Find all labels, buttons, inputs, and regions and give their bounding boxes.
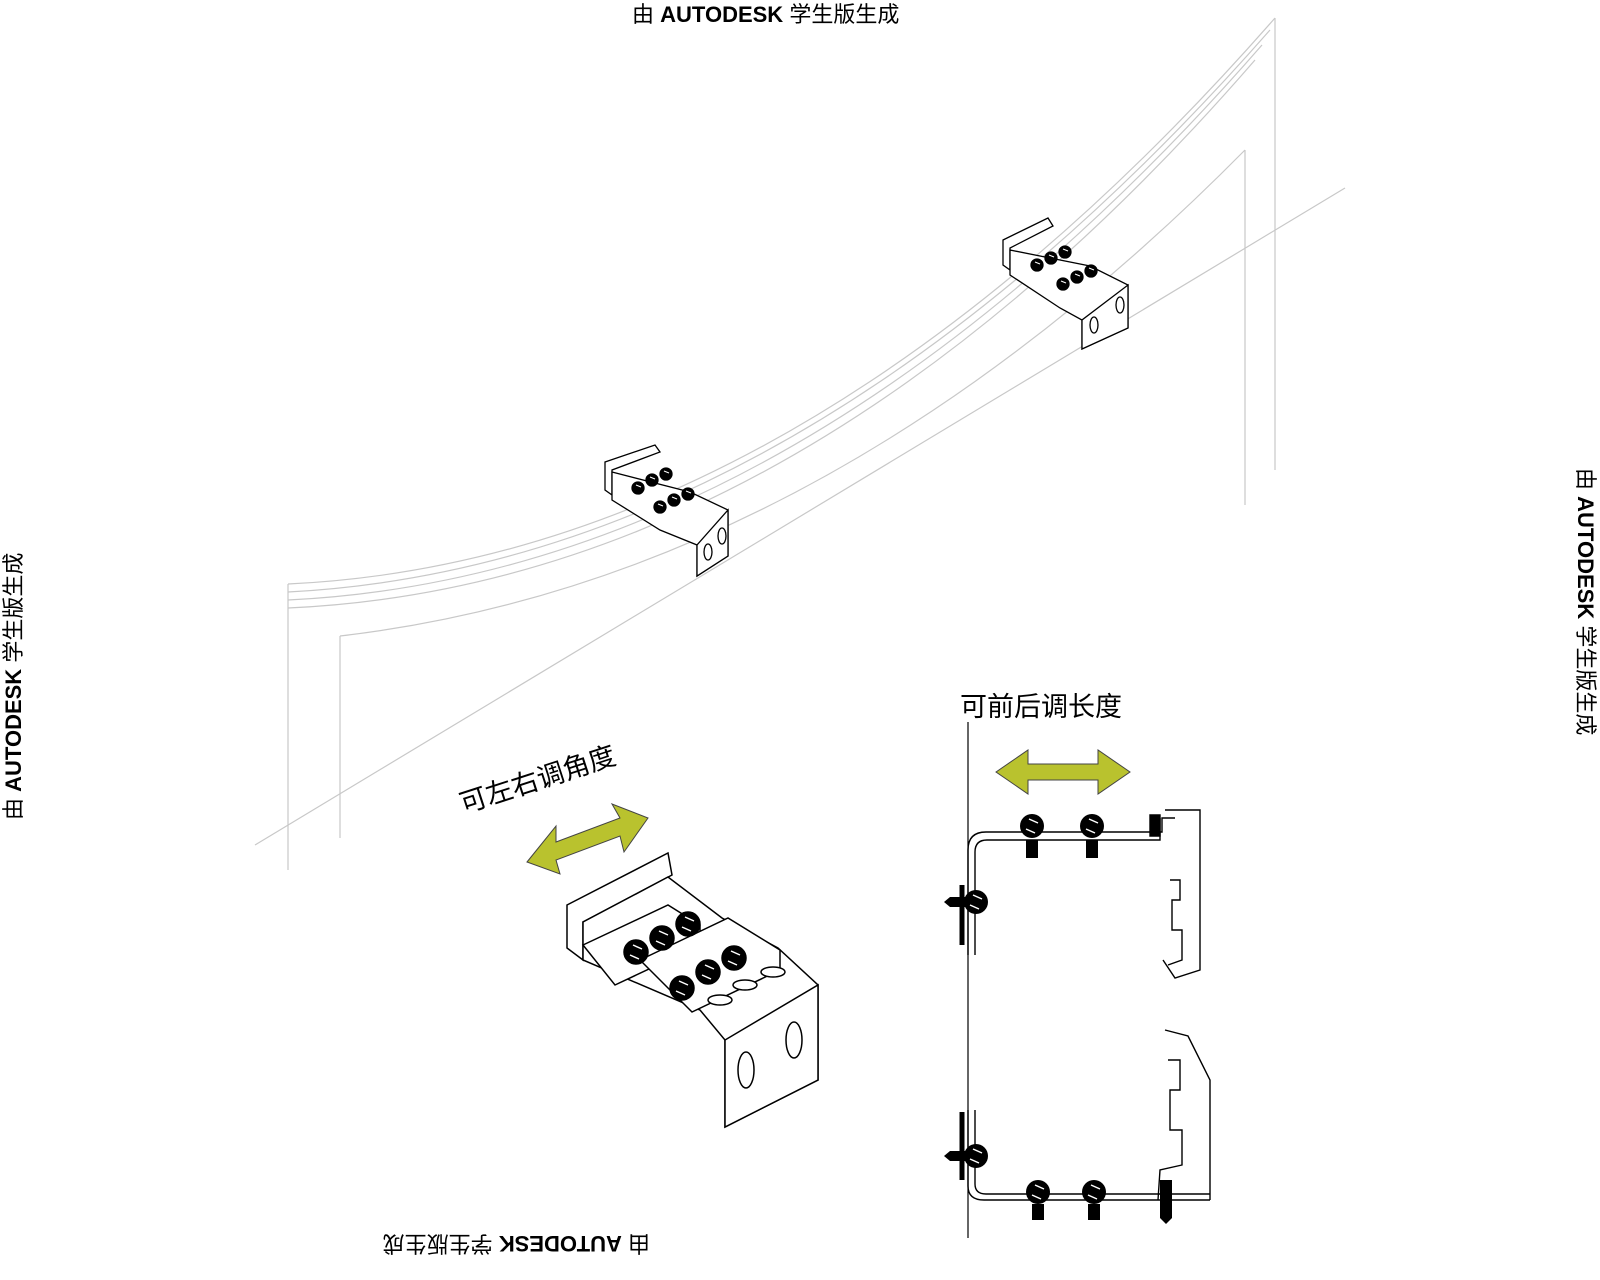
- length-adjust-arrow: [995, 749, 1131, 795]
- curved-rail: [254, 17, 1346, 870]
- section-lower-bracket: [959, 1029, 1211, 1201]
- watermark-suffix: 学生版生成: [789, 2, 900, 27]
- section-lower-screws: [944, 1143, 1172, 1224]
- watermark-prefix: 由: [632, 2, 655, 27]
- mounted-bracket-right: [1002, 217, 1129, 351]
- mounted-bracket-left: [604, 444, 729, 578]
- angle-adjust-arrow: [526, 803, 649, 875]
- section-upper-screws: [944, 813, 1105, 915]
- caption-length-adjust: 可前后调长度: [960, 692, 1122, 723]
- watermark-brand: AUTODESK: [660, 2, 784, 27]
- section-upper-bracket: [959, 809, 1201, 979]
- watermark-top: 由 AUTODESK 学生版生成: [632, 4, 899, 26]
- large-bracket: [566, 851, 819, 1129]
